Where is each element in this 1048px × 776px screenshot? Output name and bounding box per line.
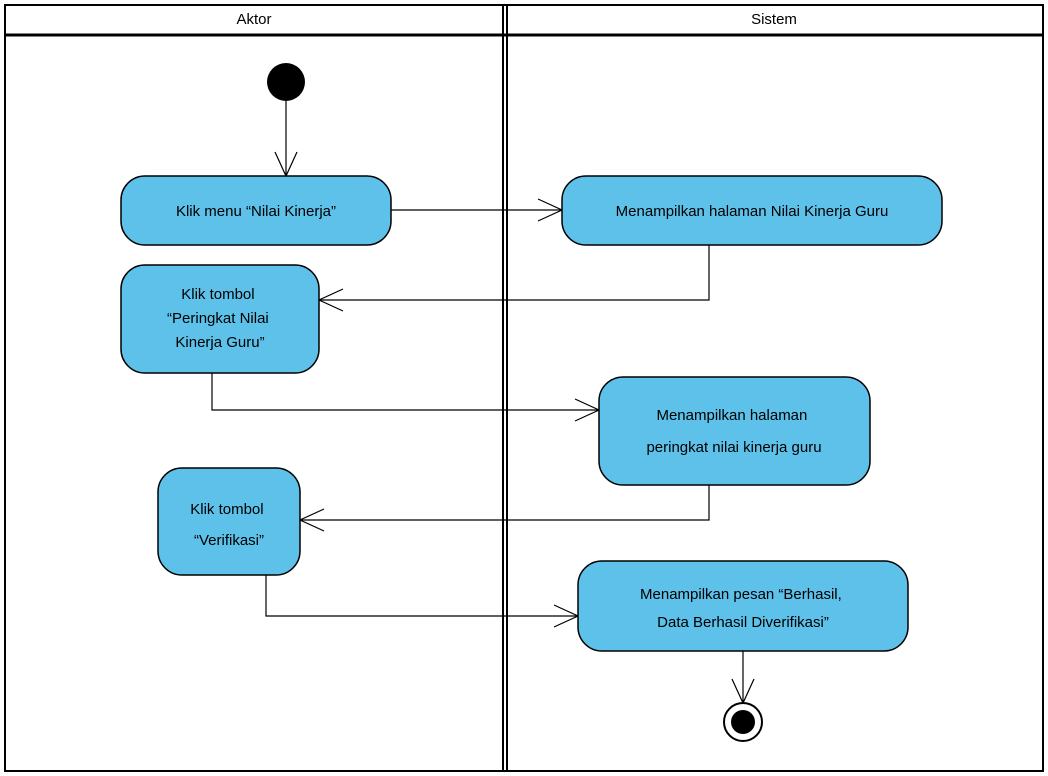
action-tampil-peringkat: Menampilkan halaman peringkat nilai kine… xyxy=(598,376,871,486)
flow-klik-peringkat-to-tampil-peringkat xyxy=(211,373,599,411)
action-klik-verifikasi: Klik tombol “Verifikasi” xyxy=(157,467,301,576)
flow-tampil-halaman-to-klik-peringkat xyxy=(319,245,710,301)
action-tampil-pesan: Menampilkan pesan “Berhasil, Data Berhas… xyxy=(577,560,909,652)
flow-klik-verifikasi-to-tampil-pesan xyxy=(265,575,578,617)
initial-node xyxy=(267,63,305,101)
action-tampil-halaman-nilai: Menampilkan halaman Nilai Kinerja Guru xyxy=(561,175,943,246)
action-label: Klik tombol “Verifikasi” xyxy=(190,501,268,549)
lane-title-sistem: Sistem xyxy=(751,11,797,28)
final-node xyxy=(723,702,763,742)
action-klik-menu: Klik menu “Nilai Kinerja” xyxy=(120,175,392,246)
action-box xyxy=(120,175,392,246)
action-label: Menampilkan pesan “Berhasil, Data Berhas… xyxy=(640,586,846,631)
action-box xyxy=(598,376,871,486)
swimlane-frame xyxy=(4,4,1044,772)
action-label: Klik menu “Nilai Kinerja” xyxy=(176,203,336,220)
lane-title-aktor: Aktor xyxy=(236,11,271,28)
action-label: Klik tombol “Peringkat Nilai Kinerja Gur… xyxy=(167,286,273,351)
flow-tampil-peringkat-to-klik-verifikasi xyxy=(300,485,710,521)
action-label: Menampilkan halaman Nilai Kinerja Guru xyxy=(616,203,889,220)
action-label: Menampilkan halaman peringkat nilai kine… xyxy=(646,407,821,456)
action-box xyxy=(157,467,301,576)
action-box xyxy=(561,175,943,246)
action-box xyxy=(120,264,320,374)
action-klik-peringkat: Klik tombol “Peringkat Nilai Kinerja Gur… xyxy=(120,264,320,374)
action-box xyxy=(577,560,909,652)
